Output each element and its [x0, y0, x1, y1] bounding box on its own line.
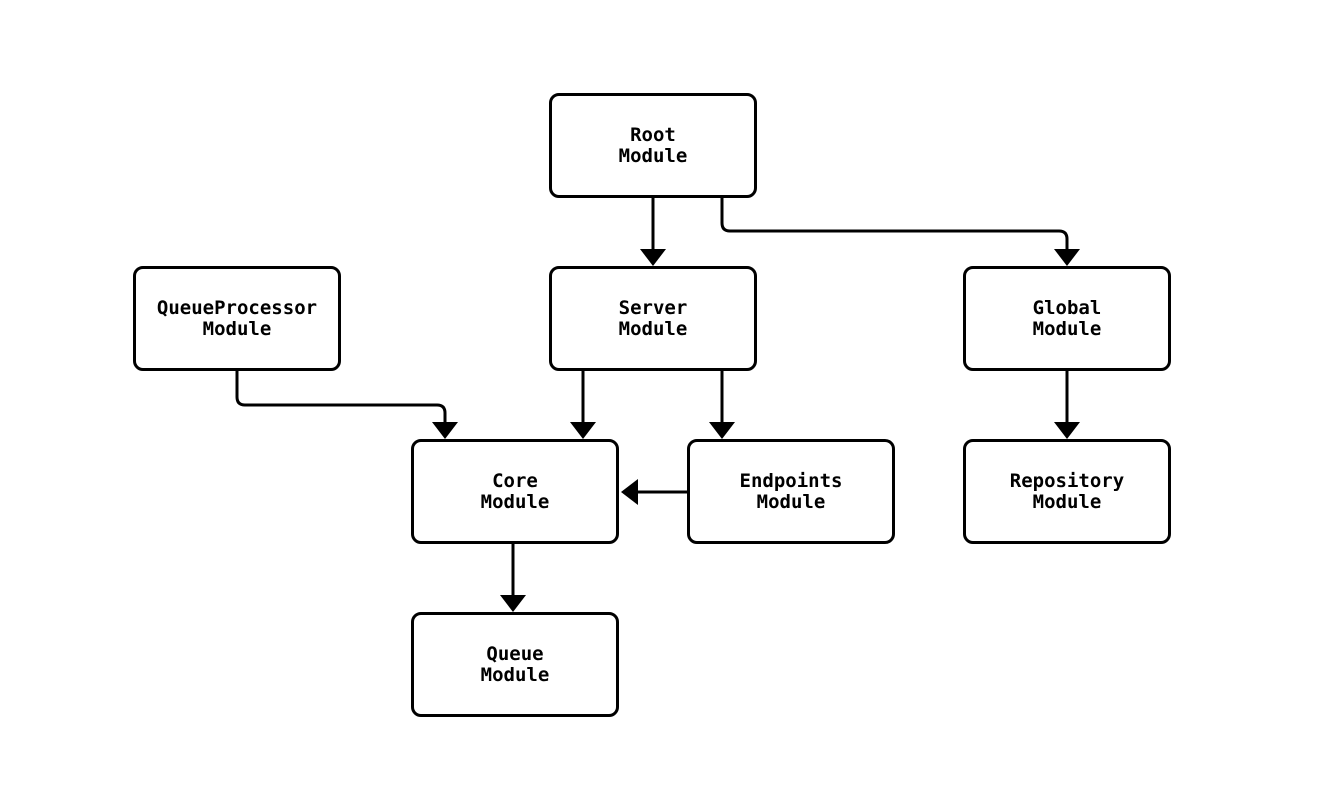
arrowhead-down-icon — [570, 422, 596, 439]
node-queueprocessor-module: QueueProcessor Module — [133, 266, 341, 371]
node-endpoints-module: Endpoints Module — [687, 439, 895, 544]
node-label: Module — [756, 490, 826, 513]
arrowhead-down-icon — [500, 595, 526, 612]
arrowhead-down-icon — [640, 249, 666, 266]
node-label: Server — [618, 296, 688, 319]
node-label: Queue — [486, 642, 544, 665]
node-label: Endpoints — [739, 469, 843, 492]
arrowhead-down-icon — [1054, 422, 1080, 439]
node-label: Module — [480, 663, 550, 686]
arrowhead-down-icon — [709, 422, 735, 439]
node-label: Module — [618, 144, 688, 167]
node-server-module: Server Module — [549, 266, 757, 371]
arrowhead-left-icon — [621, 479, 638, 505]
node-queue-module: Queue Module — [411, 612, 619, 717]
node-label: Root — [630, 123, 676, 146]
arrowhead-down-icon — [432, 422, 458, 439]
node-label: Global — [1032, 296, 1102, 319]
node-label: Module — [480, 490, 550, 513]
node-label: Repository — [1009, 469, 1125, 492]
edge-server-to-endpoints — [709, 369, 735, 439]
edge-queueprocessor-to-core — [235, 369, 458, 439]
node-label: Module — [202, 317, 272, 340]
node-core-module: Core Module — [411, 439, 619, 544]
edge-endpoints-to-core — [621, 479, 689, 505]
edge-root-to-global — [720, 196, 1080, 266]
node-label: Module — [1032, 317, 1102, 340]
node-label: QueueProcessor — [156, 296, 318, 319]
node-label: Module — [618, 317, 688, 340]
edge-root-to-server — [640, 196, 666, 266]
node-label: Module — [1032, 490, 1102, 513]
edge-global-to-repository — [1054, 369, 1080, 439]
node-root-module: Root Module — [549, 93, 757, 198]
arrowhead-down-icon — [1054, 249, 1080, 266]
edge-server-to-core — [570, 369, 596, 439]
node-repository-module: Repository Module — [963, 439, 1171, 544]
edge-core-to-queue — [500, 542, 526, 612]
node-global-module: Global Module — [963, 266, 1171, 371]
node-label: Core — [492, 469, 538, 492]
